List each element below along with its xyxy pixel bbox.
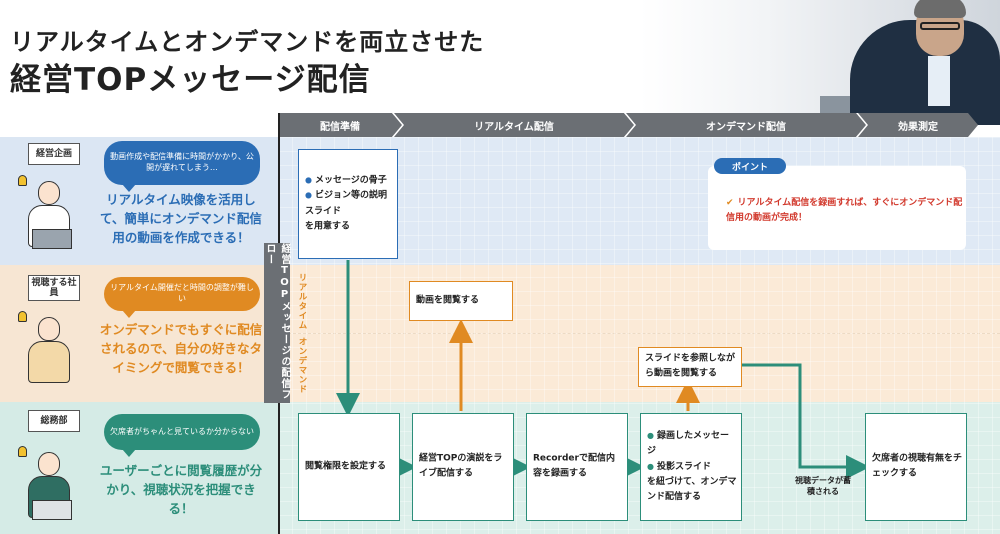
concern-bubble-employee: リアルタイム開催だと時間の調整が難しい <box>104 277 260 318</box>
lightbulb-icon <box>18 446 27 457</box>
benefit-text-planning: リアルタイム映像を活用して、簡単にオンデマンド配信用の動画を作成できる！ <box>100 192 262 245</box>
box-set-permission: 閲覧権限を設定する <box>298 413 400 521</box>
glasses-shape <box>920 22 960 30</box>
box-record-text: Recorderで配信内容を録画する <box>533 453 615 479</box>
shirt-shape <box>928 56 950 106</box>
box-view-realtime-text: 動画を閲覧する <box>416 295 480 306</box>
page-title: リアルタイムとオンデマンドを両立させた 経営TOPメッセージ配信 <box>10 26 484 100</box>
prep-tail: を用意する <box>305 221 351 232</box>
box-ondemand-distribute: 録画したメッセージ 投影スライド を紐づけて、オンデマンド配信する <box>640 413 742 521</box>
prep-item-2: ビジョン等の説明スライド <box>305 189 393 220</box>
point-text: ✔リアルタイム配信を録画すれば、すぐにオンデマンド配信用の動画が完成！ <box>726 196 966 227</box>
box-view-realtime: 動画を閲覧する <box>409 281 513 321</box>
concern-bubble-planning: 動画作成や配信準備に時間がかかり、公開が遅れてしまう… <box>104 141 260 192</box>
box-set-permission-text: 閲覧権限を設定する <box>305 461 387 472</box>
prep-item-1: メッセージの骨子 <box>305 173 393 188</box>
role-panel-planning: 経営企画 動画作成や配信準備に時間がかかり、公開が遅れてしまう… リアルタイム映… <box>0 137 278 265</box>
benefit-text-employee: オンデマンドでもすぐに配信されるので、自分の好きなタイミングで閲覧できる！ <box>99 322 263 375</box>
phase-ondemand: オンデマンド配信 <box>626 113 866 137</box>
phase-realtime: リアルタイム配信 <box>394 113 634 137</box>
box-view-ondemand: スライドを参照しながら動画を閲覧する <box>638 347 742 387</box>
executive-photo <box>640 0 1000 125</box>
role-label-general-affairs: 総務部 <box>28 410 80 432</box>
box-live-stream-text: 経営TOPの演説をライブ配信する <box>419 453 503 479</box>
role-label-employee: 視聴する社員 <box>28 275 80 301</box>
distribution-flow: 配信準備 リアルタイム配信 オンデマンド配信 効果測定 経営TOPメッセージの配… <box>264 113 1000 534</box>
person-head <box>38 452 60 476</box>
box-check-absentees: 欠席者の視聴有無をチェックする <box>865 413 967 521</box>
person-head <box>38 317 60 341</box>
box-live-stream: 経営TOPの演説をライブ配信する <box>412 413 514 521</box>
lightbulb-icon <box>18 175 27 186</box>
box-view-ondemand-text: スライドを参照しながら動画を閲覧する <box>645 353 736 379</box>
concern-bubble-general-affairs: 欠席者がちゃんと見ているか分からない <box>104 414 260 457</box>
hair-shape <box>914 0 966 18</box>
arrow-view-to-check <box>742 363 870 479</box>
benefit-text-general-affairs: ユーザーごとに閲覧履歴が分かり、視聴状況を把握できる！ <box>99 463 263 516</box>
role-panel-general-affairs: 総務部 欠席者がちゃんと見ているか分からない ユーザーごとに閲覧履歴が分かり、視… <box>0 402 278 534</box>
role-label-planning: 経営企画 <box>28 143 80 165</box>
lane-label-ondemand: オンデマンド <box>297 337 307 394</box>
phase-measurement: 効果測定 <box>858 113 978 137</box>
laptop-icon <box>32 500 72 520</box>
person-body <box>28 341 70 383</box>
od-item-1: 録画したメッセージ <box>647 429 737 460</box>
point-text-body: リアルタイム配信を録画すれば、すぐにオンデマンド配信用の動画が完成！ <box>726 198 963 224</box>
phase-preparation: 配信準備 <box>278 113 402 137</box>
lane-label-realtime: リアルタイム <box>297 273 307 330</box>
check-icon: ✔ <box>726 198 734 208</box>
flow-arrows <box>336 260 870 479</box>
planner-illustration <box>14 171 84 251</box>
employee-illustration <box>14 307 84 387</box>
title-line-1: リアルタイムとオンデマンドを両立させた <box>10 28 485 56</box>
title-line-2: 経営TOPメッセージ配信 <box>10 62 371 98</box>
laptop-icon <box>32 229 72 249</box>
od-item-2: 投影スライド <box>647 459 737 474</box>
lightbulb-icon <box>18 311 27 322</box>
lane-realtime <box>278 265 1000 333</box>
box-check-absentees-text: 欠席者の視聴有無をチェックする <box>872 453 963 479</box>
role-panel-employee: 視聴する社員 リアルタイム開催だと時間の調整が難しい オンデマンドでもすぐに配信… <box>0 265 278 402</box>
point-callout: ポイント ✔リアルタイム配信を録画すれば、すぐにオンデマンド配信用の動画が完成！ <box>708 158 966 250</box>
od-tail: を紐づけて、オンデマンド配信する <box>647 476 737 502</box>
point-tag: ポイント <box>714 158 786 174</box>
flow-vertical-label: 経営TOPメッセージの配信フロー <box>264 243 290 403</box>
general-affairs-illustration <box>14 442 84 522</box>
box-record: Recorderで配信内容を録画する <box>526 413 628 521</box>
person-head <box>38 181 60 205</box>
box-prepare-message: メッセージの骨子 ビジョン等の説明スライド を用意する <box>298 149 398 259</box>
note-data-stored: 視聴データが蓄積される <box>795 476 851 497</box>
